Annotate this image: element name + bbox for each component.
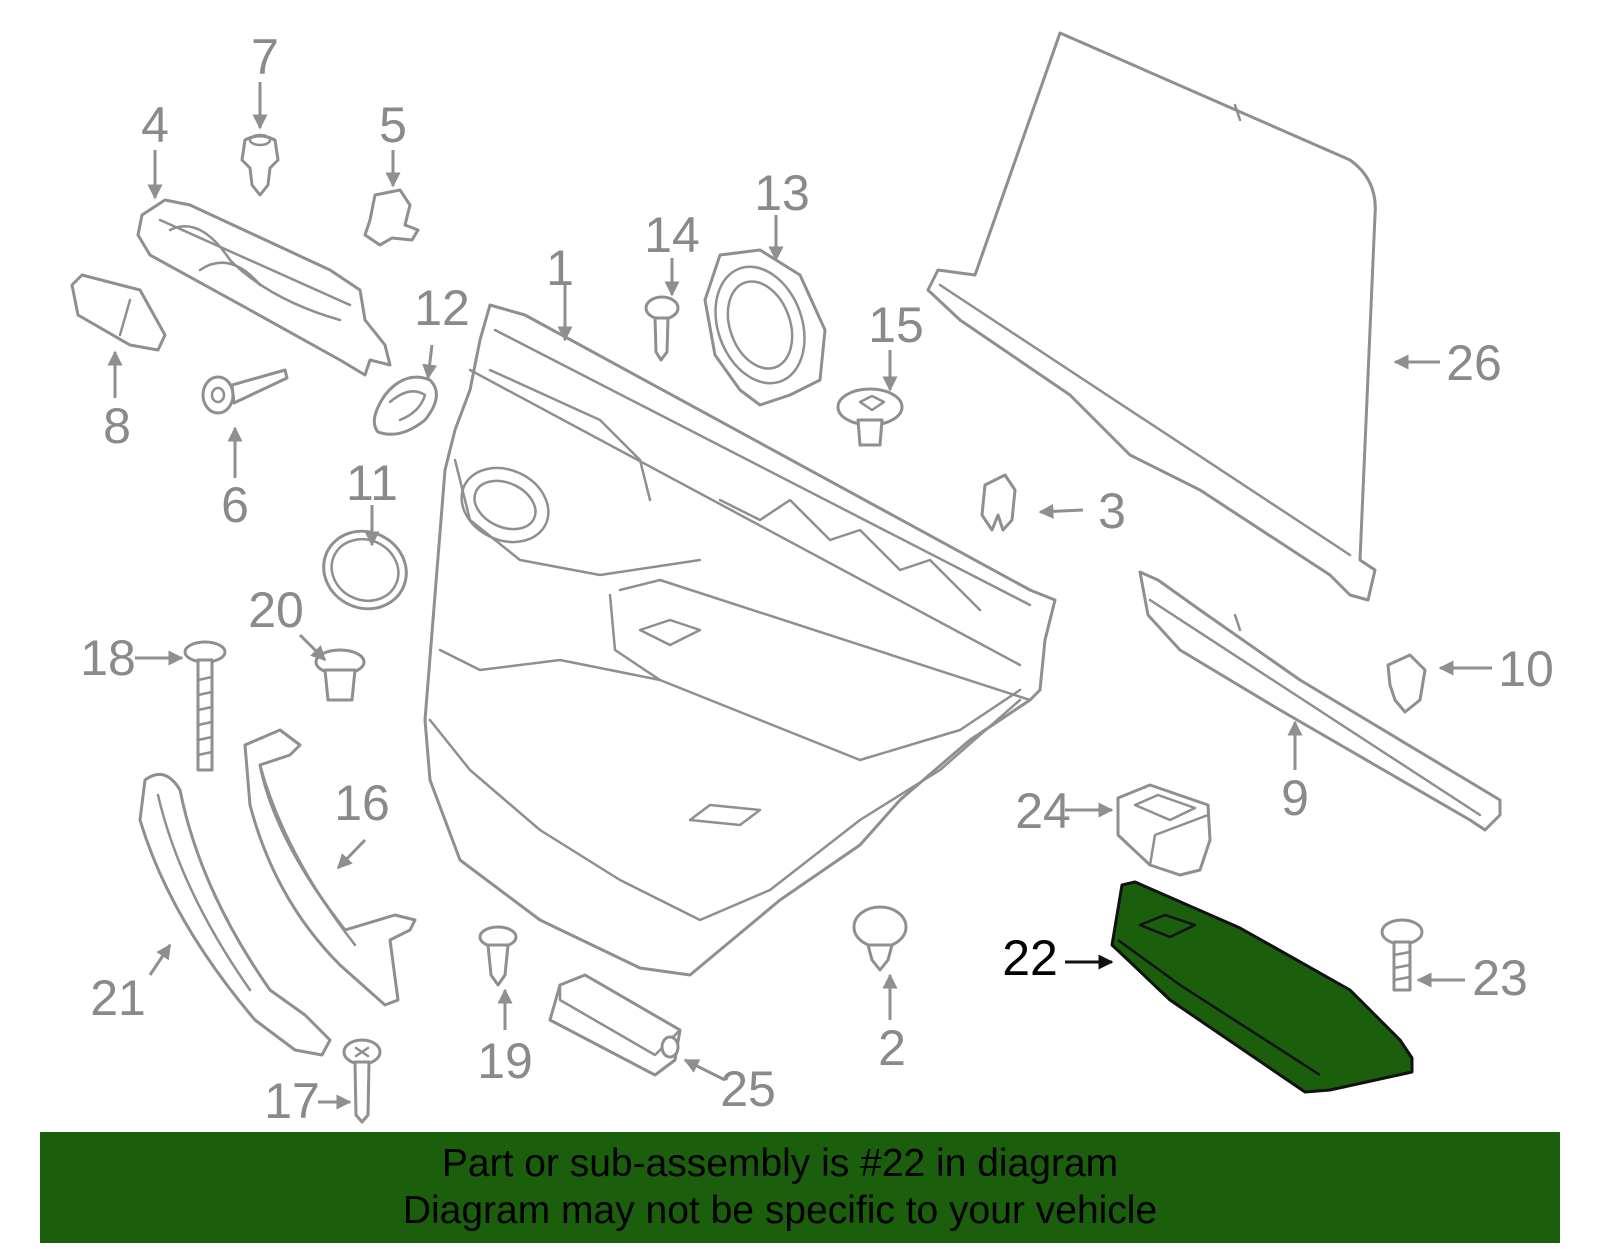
part-24-switch-housing (1116, 783, 1212, 877)
banner-line-2: Diagram may not be specific to your vehi… (402, 1189, 1158, 1232)
callout-25: 25 (720, 1061, 776, 1117)
callout-11: 11 (346, 455, 398, 511)
callout-13: 13 (754, 165, 810, 221)
part-26-trim-panel (926, 31, 1377, 602)
part-4-handle-bracket (136, 198, 392, 377)
callout-23: 23 (1472, 950, 1528, 1006)
callout-7: 7 (251, 29, 279, 85)
callout-18: 18 (80, 630, 136, 686)
part-2-push-clip (852, 905, 908, 972)
part-5-clip (363, 188, 420, 247)
callout-10: 10 (1498, 641, 1554, 697)
callout-15: 15 (868, 297, 924, 353)
part-19-push-pin (478, 925, 518, 987)
part-25-module (548, 973, 682, 1077)
part-16-grab-handle (243, 728, 417, 1007)
callout-1: 1 (546, 240, 574, 296)
callout-8: 8 (103, 398, 131, 454)
part-23-screw (1380, 918, 1424, 992)
callout-26: 26 (1446, 335, 1502, 391)
callout-2: 2 (878, 1020, 906, 1076)
part-20-clip (314, 648, 366, 702)
callout-14: 14 (644, 207, 700, 263)
part-6-screw (201, 368, 289, 415)
part-11-grille-ring (322, 529, 408, 611)
part-14-screw (644, 295, 680, 362)
callout-5: 5 (379, 97, 407, 153)
part-3-clip (980, 473, 1017, 532)
callout-9: 9 (1281, 770, 1309, 826)
part-18-bolt (183, 640, 227, 772)
callout-16: 16 (334, 775, 390, 831)
callout-20: 20 (248, 582, 304, 638)
callout-22-highlighted: 22 (1002, 930, 1058, 986)
leader-lines (107, 82, 1492, 1110)
part-15-push-clip (836, 387, 904, 447)
part-9-trim-strip (1138, 570, 1502, 832)
callout-12: 12 (414, 280, 470, 336)
info-banner: Part or sub-assembly is #22 in diagram D… (40, 1132, 1560, 1243)
callout-labels: 1 2 3 4 5 6 7 8 9 10 11 12 13 14 15 16 1… (80, 29, 1554, 1129)
part-7-push-pin (240, 133, 280, 197)
callout-19: 19 (477, 1033, 533, 1089)
callout-4: 4 (141, 97, 169, 153)
part-12-bezel (372, 375, 438, 436)
part-17-screw (342, 1038, 382, 1124)
part-22-switch-panel-highlighted (1110, 880, 1414, 1094)
part-1-door-panel (423, 303, 1057, 977)
part-8-end-cap (70, 273, 167, 352)
callout-6: 6 (221, 477, 249, 533)
part-10-clip (1386, 653, 1427, 714)
callout-17: 17 (264, 1073, 320, 1129)
banner-line-1: Part or sub-assembly is #22 in diagram (441, 1142, 1119, 1185)
callout-24: 24 (1015, 783, 1071, 839)
callout-3: 3 (1098, 483, 1126, 539)
callout-21: 21 (90, 970, 146, 1026)
part-21-finisher-strip (138, 772, 332, 1057)
part-13-speaker-ring (703, 248, 827, 407)
